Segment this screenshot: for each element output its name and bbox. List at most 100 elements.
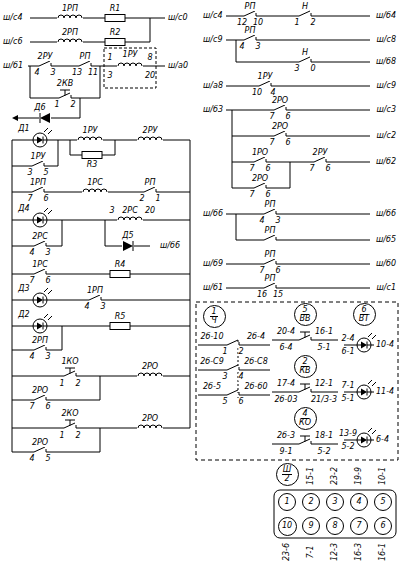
label: 2 xyxy=(238,348,243,356)
terminal-circle: 2 xyxy=(302,493,320,511)
led-symbol xyxy=(357,333,376,352)
label: 7 xyxy=(309,165,314,173)
terminal-circle: 1 xyxy=(278,493,296,511)
label: ш/б6 xyxy=(376,210,396,218)
arrow-head xyxy=(12,115,18,121)
label: ш/с3 xyxy=(376,106,396,114)
terminal-label: 6 xyxy=(379,522,386,530)
label: 7 xyxy=(27,195,32,203)
label: 12-1 xyxy=(315,380,333,388)
label: 5-1 xyxy=(317,344,330,352)
resistor-symbol xyxy=(110,271,130,278)
terminal-circle: 10 xyxy=(278,517,297,536)
label: 3 xyxy=(255,43,260,51)
label: 2РО xyxy=(272,123,288,131)
wire xyxy=(226,16,370,288)
relay-coil xyxy=(77,137,103,142)
label: 1РС xyxy=(32,261,48,269)
label: 1 xyxy=(59,432,64,440)
led-symbol xyxy=(357,380,376,399)
label: 6 xyxy=(45,403,50,411)
label: 4 xyxy=(84,303,89,311)
label: 4 xyxy=(29,353,34,361)
terminal-circle: Ш2 xyxy=(276,463,299,486)
contact-symbol xyxy=(272,105,288,112)
label: ш/с8 xyxy=(376,36,396,44)
label: РП xyxy=(145,179,156,187)
label: ш/с9 xyxy=(203,36,223,44)
label: 2РП xyxy=(32,337,48,345)
label: 1 xyxy=(222,348,227,356)
label: 2РО xyxy=(142,415,158,423)
contact-symbol xyxy=(297,57,313,64)
label: 4 xyxy=(29,455,34,463)
label: 1РС xyxy=(87,179,103,187)
label: 3 xyxy=(50,69,55,77)
label: Н xyxy=(302,3,308,11)
label: 1РУ xyxy=(83,127,98,135)
relay-coil xyxy=(57,15,83,20)
label: 0 xyxy=(310,65,315,73)
label: 23-2 xyxy=(331,467,339,485)
label: 2б-5 xyxy=(203,383,221,391)
relay-coil xyxy=(137,373,163,378)
relay-coil xyxy=(137,137,163,142)
label: 2РУ xyxy=(38,53,53,61)
terminal-label: ВВ xyxy=(299,315,312,323)
label: 5 xyxy=(45,455,50,463)
contact-symbol xyxy=(262,235,278,242)
label: R2 xyxy=(110,29,121,37)
label: ш/б5 xyxy=(376,236,396,244)
contact-symbol xyxy=(32,269,48,276)
label: 15 xyxy=(273,291,283,299)
terminal-circle: 4КО xyxy=(294,407,317,430)
label: 3 xyxy=(45,353,50,361)
label: 3 xyxy=(100,303,105,311)
label: 16-3 xyxy=(355,543,363,561)
relay-coil xyxy=(117,217,143,222)
contact-symbol xyxy=(262,209,278,216)
label: 23-6 xyxy=(283,543,291,561)
label: РП xyxy=(265,251,276,259)
contact-symbol xyxy=(272,131,288,138)
label: R4 xyxy=(115,261,126,269)
terminal-label: 6 xyxy=(360,306,367,315)
label: Д5 xyxy=(122,232,133,240)
label: РП xyxy=(265,227,276,235)
label: 20 xyxy=(145,207,155,215)
label: 3 xyxy=(275,217,280,225)
label: Д4 xyxy=(18,205,29,213)
wire xyxy=(198,340,374,444)
terminal-label: 5 xyxy=(379,498,386,506)
contact-symbol xyxy=(77,61,93,68)
label: R5 xyxy=(115,313,126,321)
label: 2РУ xyxy=(313,149,328,157)
label: 18-1 xyxy=(315,432,333,440)
label: 2РО xyxy=(142,363,158,371)
label: 1РП xyxy=(62,5,78,13)
terminal-label: 7 xyxy=(355,522,362,530)
label: 1РУ xyxy=(123,51,138,59)
label: 4 xyxy=(270,89,275,97)
label: 16 xyxy=(257,291,267,299)
terminal-circle: 5 xyxy=(374,493,392,511)
label: РП xyxy=(80,53,91,61)
label: 2-4 xyxy=(341,335,354,343)
label: 2РС xyxy=(32,233,48,241)
label: ш/б4 xyxy=(376,12,396,20)
label: 6 xyxy=(43,195,48,203)
terminal-circle: 3 xyxy=(326,493,344,511)
terminal-label: 1 xyxy=(283,498,290,506)
label: Д2 xyxy=(18,311,29,319)
label: 8 xyxy=(147,54,152,62)
contact-symbol xyxy=(242,11,258,18)
label: ш/б9 xyxy=(203,260,223,268)
label: 3 xyxy=(27,169,32,177)
terminal-label: Ш xyxy=(282,466,293,475)
contact-symbol xyxy=(312,157,328,164)
label: 17-4 xyxy=(277,380,295,388)
label: 20-4 xyxy=(277,328,295,336)
label: 2б-03 xyxy=(274,396,297,404)
pushbutton-symbol xyxy=(62,420,78,430)
label: 6 xyxy=(45,277,50,285)
